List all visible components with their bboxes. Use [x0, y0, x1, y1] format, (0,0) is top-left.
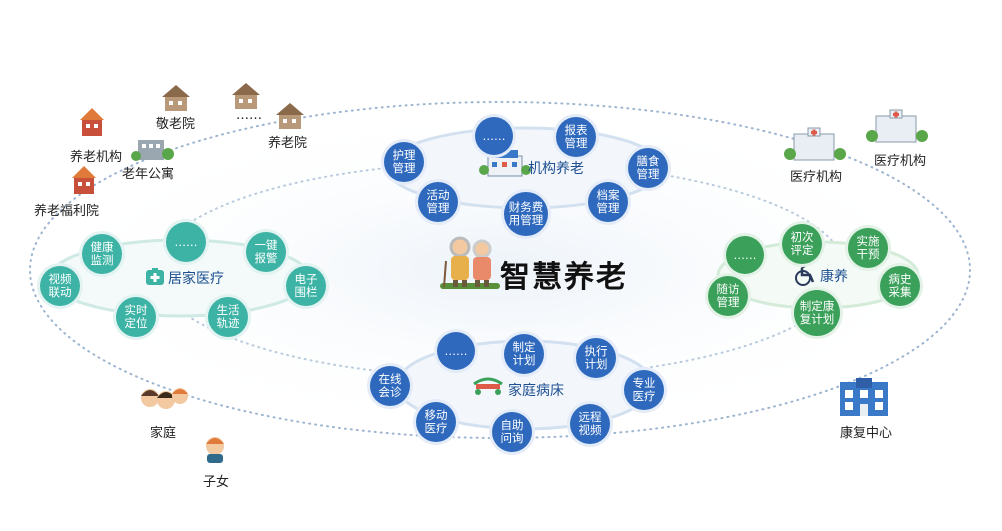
ellipsis-house-icon [232, 83, 260, 109]
home-ward-node-self-inquiry[interactable]: 自助 问询 [492, 412, 532, 452]
home-bed-icon [473, 377, 503, 395]
ellipsis-label: …… [236, 108, 262, 123]
home-ward-node-more[interactable]: …… [437, 332, 475, 370]
home-care-node-track[interactable]: 生活 轨迹 [208, 297, 248, 337]
rehab-node-intervention[interactable]: 实施 干预 [848, 228, 888, 268]
home-ward-node-remote-video[interactable]: 远程 视频 [570, 404, 610, 444]
home-care-label: 居家医疗 [168, 271, 224, 287]
nursing-home-house-icon [276, 103, 304, 129]
center-title: 智慧养老 [500, 260, 628, 295]
rehab-label: 康养 [820, 269, 848, 285]
children-label: 子女 [203, 475, 230, 490]
respect-elderly-home-label: 敬老院 [156, 117, 196, 132]
institutional-node-report[interactable]: 报表 管理 [556, 117, 596, 157]
elderly-couple-icon [440, 236, 500, 289]
institutional-node-meal[interactable]: 膳食 管理 [628, 148, 668, 188]
institution-building-icon [479, 150, 531, 177]
home-ward-node-professional[interactable]: 专业 医疗 [624, 370, 664, 410]
rehab-node-initial-assessment[interactable]: 初次 评定 [782, 224, 822, 264]
medical-kit-icon [146, 268, 164, 285]
medical-institution-1-icon [784, 127, 846, 161]
medical-institution-2-label: 医疗机构 [874, 154, 927, 169]
rehab-node-plan[interactable]: 制定康 复计划 [794, 290, 840, 336]
medical-institution-1-label: 医疗机构 [790, 170, 843, 185]
institutional-node-finance[interactable]: 财务费 用管理 [504, 192, 548, 236]
rehab-center-label: 康复中心 [840, 426, 893, 441]
medical-institution-2-icon [866, 109, 928, 143]
children-icon [206, 437, 224, 463]
respect-elderly-home-house-icon [162, 85, 190, 111]
home-ward-node-execute-plan[interactable]: 执行 计划 [576, 338, 616, 378]
senior-apartment-label: 老年公寓 [122, 167, 175, 182]
institutional-node-more[interactable]: …… [475, 117, 513, 155]
home-care-node-more[interactable]: …… [166, 222, 206, 262]
home-ward-label: 家庭病床 [508, 383, 564, 399]
nursing-home-label: 养老院 [268, 136, 308, 151]
home-ward-node-make-plan[interactable]: 制定 计划 [504, 334, 544, 374]
welfare-home-label: 养老福利院 [34, 204, 100, 219]
family-icon [141, 388, 188, 409]
home-ward-node-mobile[interactable]: 移动 医疗 [416, 402, 456, 442]
institutional-node-archive[interactable]: 档案 管理 [588, 182, 628, 222]
home-care-node-fence[interactable]: 电子 围栏 [286, 266, 326, 306]
elderly-care-institution-label: 养老机构 [70, 150, 123, 165]
rehab-node-followup[interactable]: 随访 管理 [708, 276, 748, 316]
rehab-center-icon [840, 378, 888, 416]
elderly-care-institution-house-icon [80, 108, 104, 136]
home-care-node-location[interactable]: 实时 定位 [116, 297, 156, 337]
institutional-care-label: 机构养老 [528, 161, 584, 177]
institutional-node-nursing[interactable]: 护理 管理 [384, 142, 424, 182]
rehab-node-more[interactable]: …… [726, 236, 764, 274]
home-care-node-health[interactable]: 健康 监测 [82, 234, 122, 274]
welfare-home-house-icon [72, 166, 96, 194]
family-label: 家庭 [150, 426, 177, 441]
home-care-node-video[interactable]: 视频 联动 [40, 266, 80, 306]
home-care-node-alarm[interactable]: 一键 报警 [246, 232, 286, 272]
rehab-node-history[interactable]: 病史 采集 [880, 266, 920, 306]
home-ward-node-consult[interactable]: 在线 会诊 [370, 366, 410, 406]
institutional-node-activity[interactable]: 活动 管理 [418, 182, 458, 222]
senior-apartment-icon [131, 140, 174, 161]
